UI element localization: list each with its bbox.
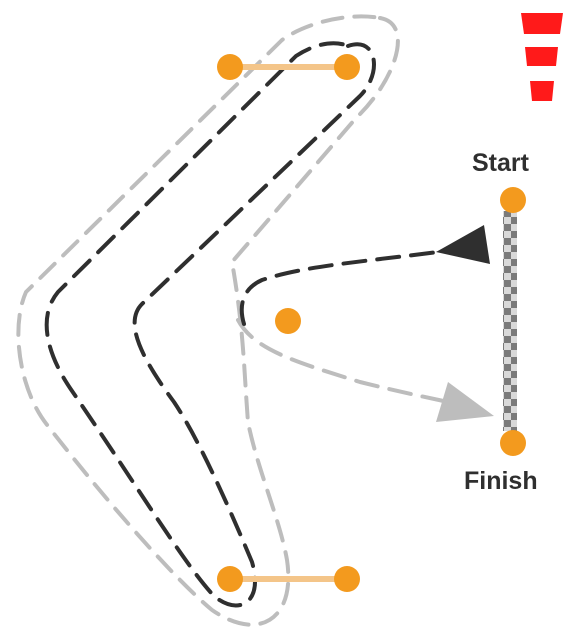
- dark-approach-path: [239, 250, 440, 326]
- bottom-gate-left-point: [217, 566, 243, 592]
- bottom-gate-right-point: [334, 566, 360, 592]
- stacked-red-trapezoids-icon: [521, 13, 563, 101]
- light-return-path: [236, 318, 450, 404]
- light-arrowhead: [436, 382, 494, 422]
- finish-point: [500, 430, 526, 456]
- top-gate-right-point: [334, 54, 360, 80]
- start-point: [500, 187, 526, 213]
- middle-waypoint: [275, 308, 301, 334]
- outer-light-boundary: [16, 14, 400, 627]
- start-label: Start: [472, 149, 529, 177]
- finish-label: Finish: [464, 467, 538, 495]
- top-gate-left-point: [217, 54, 243, 80]
- inner-dark-track: [44, 41, 376, 608]
- dark-arrowhead: [436, 225, 490, 264]
- checkered-start-finish-line: [503, 211, 517, 431]
